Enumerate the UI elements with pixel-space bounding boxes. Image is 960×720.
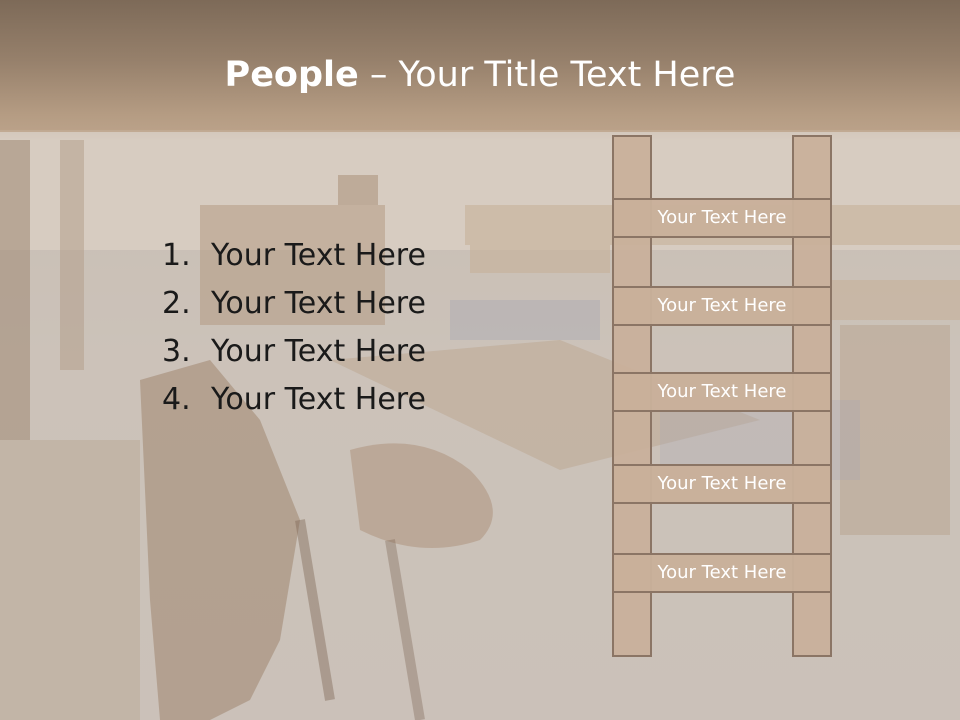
list-item-number: 1.: [162, 238, 191, 273]
list-item: 3. Your Text Here: [156, 328, 426, 376]
list-item-number: 2.: [162, 286, 191, 321]
numbered-list: 1. Your Text Here 2. Your Text Here 3. Your…: [156, 232, 426, 424]
slide-title: People – Your Title Text Here: [0, 52, 960, 98]
list-item: 2. Your Text Here: [156, 280, 426, 328]
title-rest-text: – Your Title Text Here: [358, 55, 736, 95]
list-item-text: Your Text Here: [211, 238, 426, 273]
list-item: 4. Your Text Here: [156, 376, 426, 424]
list-item-text: Your Text Here: [211, 334, 426, 369]
list-item-number: 4.: [162, 382, 191, 417]
list-item: 1. Your Text Here: [156, 232, 426, 280]
list-item-text: Your Text Here: [211, 382, 426, 417]
list-item-text: Your Text Here: [211, 286, 426, 321]
list-item-number: 3.: [162, 334, 191, 369]
title-band: [0, 0, 960, 132]
title-bold-text: People: [224, 55, 359, 95]
